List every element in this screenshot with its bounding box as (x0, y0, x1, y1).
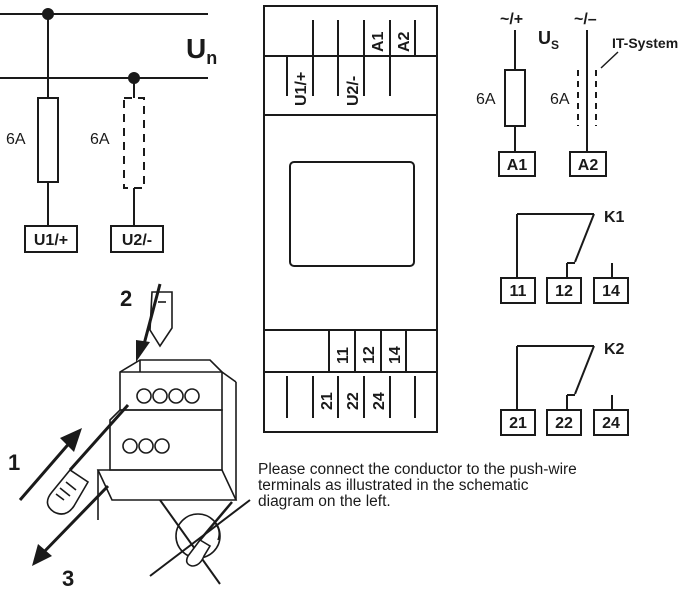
step-1-label: 1 (8, 450, 20, 475)
terminal-box-u2 (110, 225, 164, 253)
junction-dot (42, 8, 54, 20)
terminal-box-12 (546, 277, 582, 304)
device-terminal-a1: A1 (370, 31, 387, 52)
terminal-box-u1 (24, 225, 78, 253)
terminal-box-21 (500, 409, 536, 436)
instruction-line: terminals as illustrated in the schemati… (258, 477, 529, 494)
supply-voltage-label: Un (186, 33, 217, 68)
arrow-heads (32, 340, 150, 566)
aux-plus-label: ~/+ (500, 11, 523, 28)
terminal-box-a1 (498, 151, 536, 177)
device-terminal-11: 11 (335, 347, 352, 364)
step-2-label: 2 (120, 286, 132, 311)
device-terminal-u2: U2/- (345, 76, 362, 106)
device-terminal-u1: U1/+ (293, 72, 310, 106)
aux-voltage-label: US (538, 28, 559, 52)
terminal-box-a2 (569, 151, 607, 177)
fuse-a1 (504, 69, 526, 127)
aux-fuse2-rating: 6A (550, 91, 570, 108)
relay-k2-contacts (516, 345, 613, 410)
relay-k1-terminal-12: 12 (555, 283, 573, 300)
instruction-text: Please connect the conductor to the push… (258, 462, 598, 510)
terminal-u2-label: U2/- (122, 232, 152, 249)
terminal-box-11 (500, 277, 536, 304)
fuse-u1 (37, 97, 59, 183)
device-terminal-24: 24 (371, 392, 388, 410)
fuse-u2-dashed (123, 97, 145, 189)
device-terminal-21: 21 (319, 392, 336, 410)
relay-k2-label: K2 (604, 341, 625, 358)
device-terminal-12: 12 (361, 346, 378, 364)
terminal-box-24 (593, 409, 629, 436)
junction-dot (128, 72, 140, 84)
terminal-u1-label: U1/+ (34, 232, 68, 249)
step-3-label: 3 (62, 566, 74, 591)
relay-k1-terminal-14: 14 (602, 283, 620, 300)
relay-k1-contacts (516, 213, 613, 278)
fuse1-rating: 6A (6, 131, 26, 148)
device-terminal-a2: A2 (396, 31, 413, 52)
aux-supply-lines (514, 30, 619, 152)
it-system-label: IT-System (612, 35, 678, 51)
relay-k1-label: K1 (604, 209, 625, 226)
relay-k2-terminal-24: 24 (602, 415, 620, 432)
instruction-line: Please connect the conductor to the push… (258, 461, 577, 478)
terminal-box-14 (593, 277, 629, 304)
step-arrows (18, 283, 162, 558)
device-terminal-14: 14 (387, 346, 404, 364)
aux-fuse1-rating: 6A (476, 91, 496, 108)
relay-k2-terminal-21: 21 (509, 415, 527, 432)
fuse2-rating: 6A (90, 131, 110, 148)
device-terminal-22: 22 (345, 392, 362, 410)
aux-minus-label: ~/– (574, 11, 597, 28)
aux-terminal-a1: A1 (507, 157, 528, 174)
instruction-line: diagram on the left. (258, 493, 391, 510)
relay-k1-terminal-11: 11 (510, 283, 527, 300)
device-housing (263, 5, 438, 433)
supply-lines (0, 13, 208, 226)
terminal-box-22 (546, 409, 582, 436)
relay-k2-terminal-22: 22 (555, 415, 573, 432)
aux-terminal-a2: A2 (578, 157, 599, 174)
